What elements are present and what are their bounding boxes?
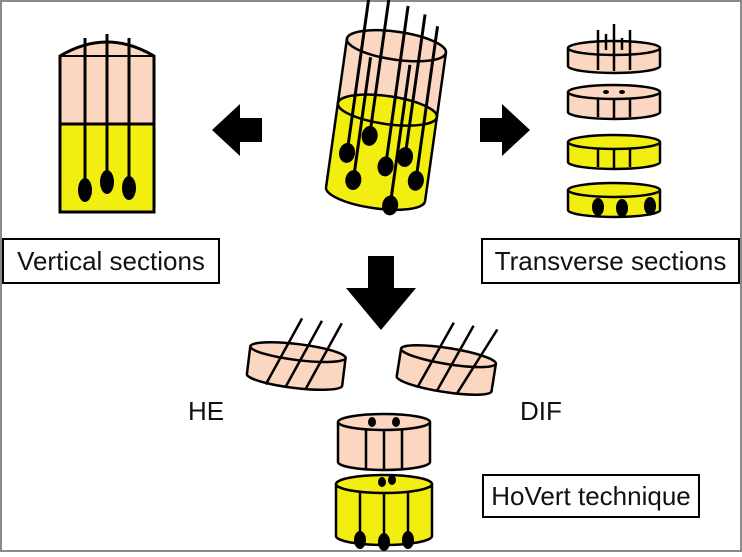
hair-bulb bbox=[592, 198, 604, 216]
transverse-disc-1 bbox=[566, 24, 662, 75]
hair-bulb bbox=[345, 170, 362, 191]
hair-bulb bbox=[100, 170, 114, 194]
hair-shaft bbox=[369, 0, 391, 129]
hair-bulb bbox=[407, 170, 424, 191]
hair-shaft bbox=[415, 26, 440, 176]
hair-bulb bbox=[382, 195, 399, 216]
hovert-top-disc bbox=[336, 412, 432, 472]
vertical-sections-label: Vertical sections bbox=[2, 238, 220, 284]
hair-bulb bbox=[396, 147, 414, 167]
hair-bulb bbox=[78, 178, 92, 202]
hair-bulb bbox=[377, 156, 394, 177]
arrow-left-icon bbox=[212, 104, 262, 156]
he-disc bbox=[245, 317, 347, 392]
hair-bulb bbox=[354, 531, 366, 549]
he-label: HE bbox=[188, 396, 225, 426]
vertical-section-specimen bbox=[58, 34, 156, 214]
cylinder-specimen bbox=[324, 0, 448, 216]
hair-bulb bbox=[402, 531, 414, 549]
transverse-disc-2 bbox=[566, 83, 662, 121]
hair-bulb bbox=[616, 199, 628, 217]
dif-label: DIF bbox=[520, 396, 562, 426]
dif-disc bbox=[395, 322, 499, 397]
transverse-disc-3 bbox=[566, 133, 662, 171]
hair-shaft bbox=[384, 5, 410, 161]
hair-bulb bbox=[361, 125, 378, 146]
arrow-down-icon bbox=[346, 256, 416, 330]
arrow-right-icon bbox=[480, 104, 530, 156]
hair-bulb bbox=[378, 533, 390, 551]
hair-bulb bbox=[122, 176, 136, 200]
hair-shaft bbox=[346, 0, 372, 146]
transverse-disc-4 bbox=[566, 181, 662, 219]
hair-shaft bbox=[352, 57, 373, 173]
hovert-technique-label: HoVert technique bbox=[482, 474, 700, 518]
transverse-sections-label: Transverse sections bbox=[481, 238, 740, 284]
hair-shaft bbox=[389, 64, 412, 198]
hair-bulb bbox=[338, 142, 356, 163]
hovert-bottom-disc bbox=[334, 473, 434, 551]
hair-shaft bbox=[404, 14, 427, 152]
hair-bulb bbox=[644, 197, 656, 215]
